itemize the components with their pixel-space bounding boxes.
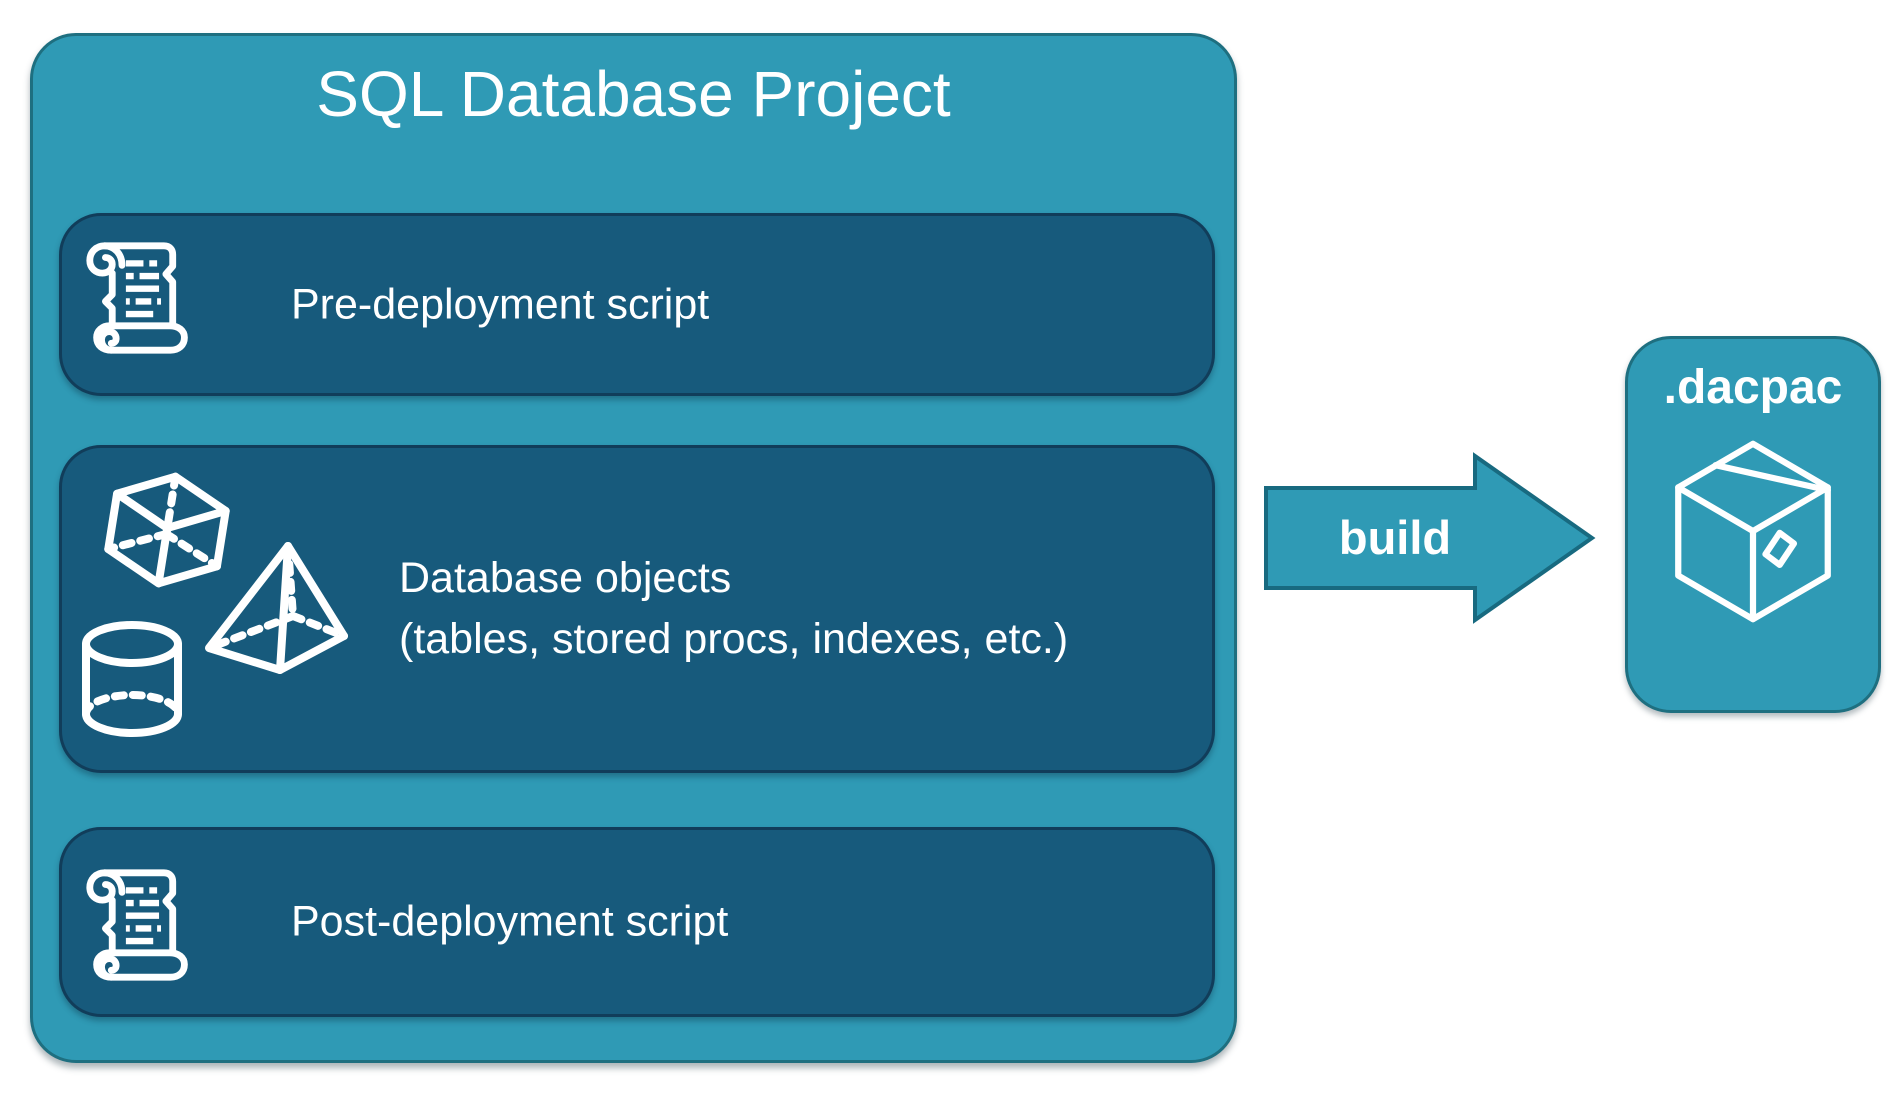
database-objects-line1: Database objects <box>399 554 732 602</box>
database-objects-label: Database objects (tables, stored procs, … <box>399 548 1068 670</box>
build-label: build <box>1338 511 1452 564</box>
dacpac-box: .dacpac <box>1625 336 1881 713</box>
pre-deployment-label: Pre-deployment script <box>291 280 710 328</box>
database-objects-section: Database objects (tables, stored procs, … <box>59 445 1215 773</box>
pyramid-shape <box>205 542 348 674</box>
arrow-right-shape <box>1262 448 1598 626</box>
post-deployment-section: Post-deployment script <box>59 827 1215 1017</box>
dacpac-label: .dacpac <box>1663 361 1843 414</box>
scroll-icon <box>82 864 201 985</box>
database-objects-line2: (tables, stored procs, indexes, etc.) <box>399 615 1069 663</box>
pre-deployment-section: Pre-deployment script <box>59 213 1215 396</box>
sql-database-project-box: SQL Database Project Pre-deployment scri… <box>30 33 1237 1063</box>
scroll-icon <box>82 237 201 358</box>
cylinder-shape <box>82 621 182 737</box>
cube-shape <box>104 472 230 588</box>
project-title: SQL Database Project <box>316 58 951 130</box>
3d-shapes-icon <box>82 460 354 742</box>
post-deployment-label: Post-deployment script <box>291 897 729 946</box>
package-icon <box>1664 433 1842 638</box>
